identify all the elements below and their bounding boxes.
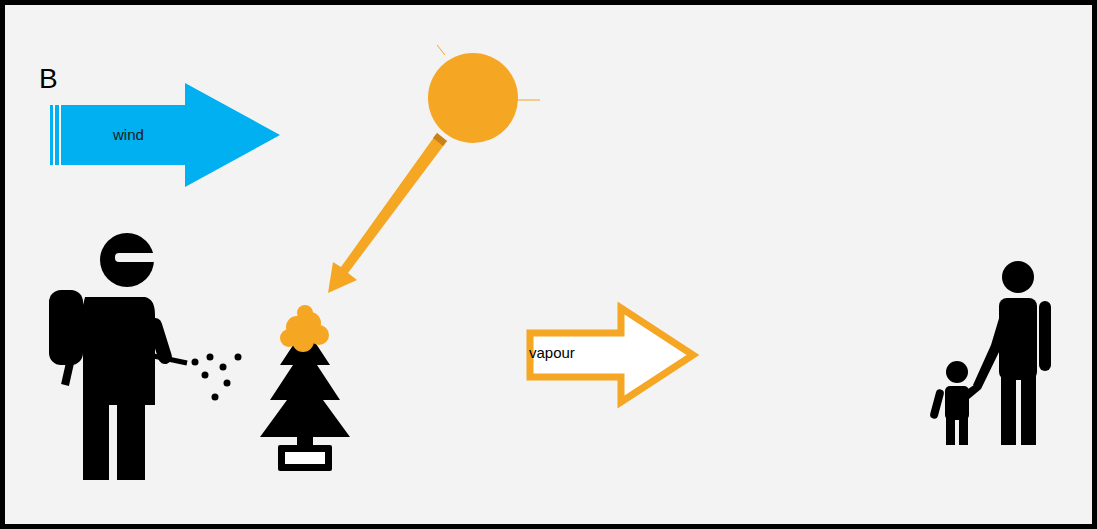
arrow-label: vapour <box>529 344 575 362</box>
illustration <box>5 5 1097 529</box>
sprayer-person <box>49 233 242 480</box>
arrow-node: wind <box>45 83 280 187</box>
vapour-arrow-outline <box>530 308 693 402</box>
arrow-stripe <box>59 105 61 165</box>
tree <box>260 327 350 471</box>
arrow-cap <box>433 133 447 146</box>
wind-arrow <box>45 83 280 187</box>
wind-arrow-body <box>50 83 280 187</box>
parent-and-child <box>929 261 1051 445</box>
panel-letter: B <box>39 63 58 95</box>
arrow-node: vapour <box>525 302 700 408</box>
sun-ray <box>437 45 445 55</box>
arrow-stripe <box>53 105 55 165</box>
arrow-label: wind <box>113 126 144 144</box>
sun <box>428 53 518 143</box>
sunlight-arrow <box>328 133 447 293</box>
pesticide-puff <box>280 305 329 352</box>
